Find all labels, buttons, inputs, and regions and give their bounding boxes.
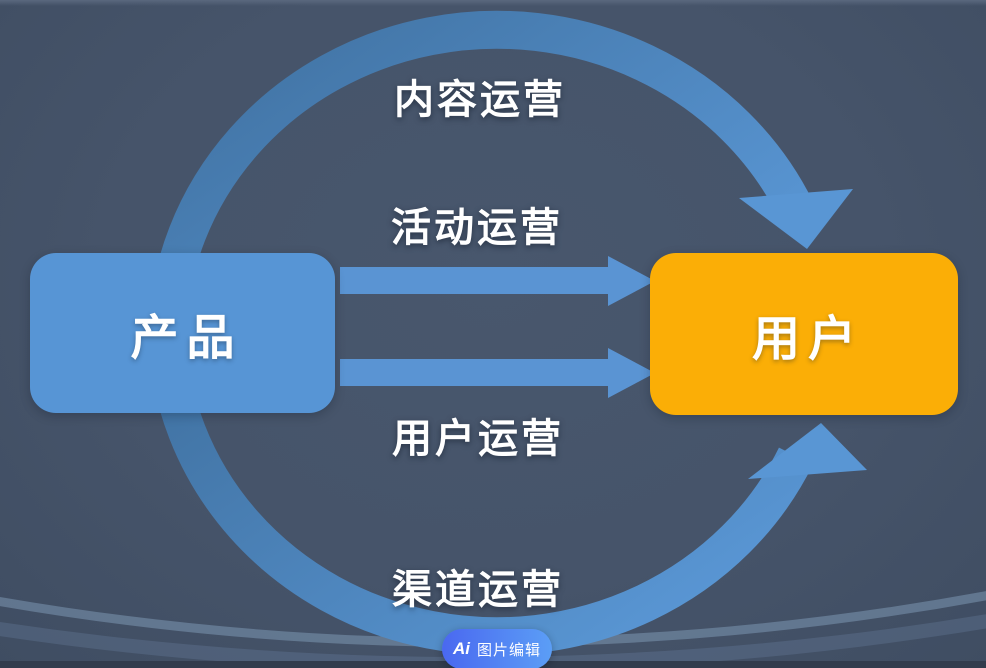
user-ops-arrow (340, 348, 655, 398)
ai-logo-icon: Ai (452, 639, 470, 658)
user-ops-label: 用户运营 (392, 417, 564, 461)
content-ops-label: 内容运营 (394, 78, 566, 122)
channel-ops-arc-arrow (148, 332, 814, 656)
product-node-label: 产品 (130, 312, 243, 365)
watermark-badge[interactable]: Ai 图片编辑 (442, 629, 552, 668)
activity-ops-arrow (340, 256, 655, 306)
watermark-label: 图片编辑 (476, 641, 541, 659)
content-ops-arc-arrow (148, 10, 814, 334)
product-node: 产品 (30, 253, 335, 413)
activity-ops-label: 活动运营 (391, 206, 563, 250)
channel-ops-label: 渠道运营 (392, 568, 564, 612)
content-ops-arrowhead (739, 189, 853, 249)
user-node: 用户 (650, 253, 958, 415)
user-node-label: 用户 (751, 313, 864, 366)
top-edge-strip (0, 0, 986, 6)
channel-ops-arrowhead (748, 423, 867, 479)
